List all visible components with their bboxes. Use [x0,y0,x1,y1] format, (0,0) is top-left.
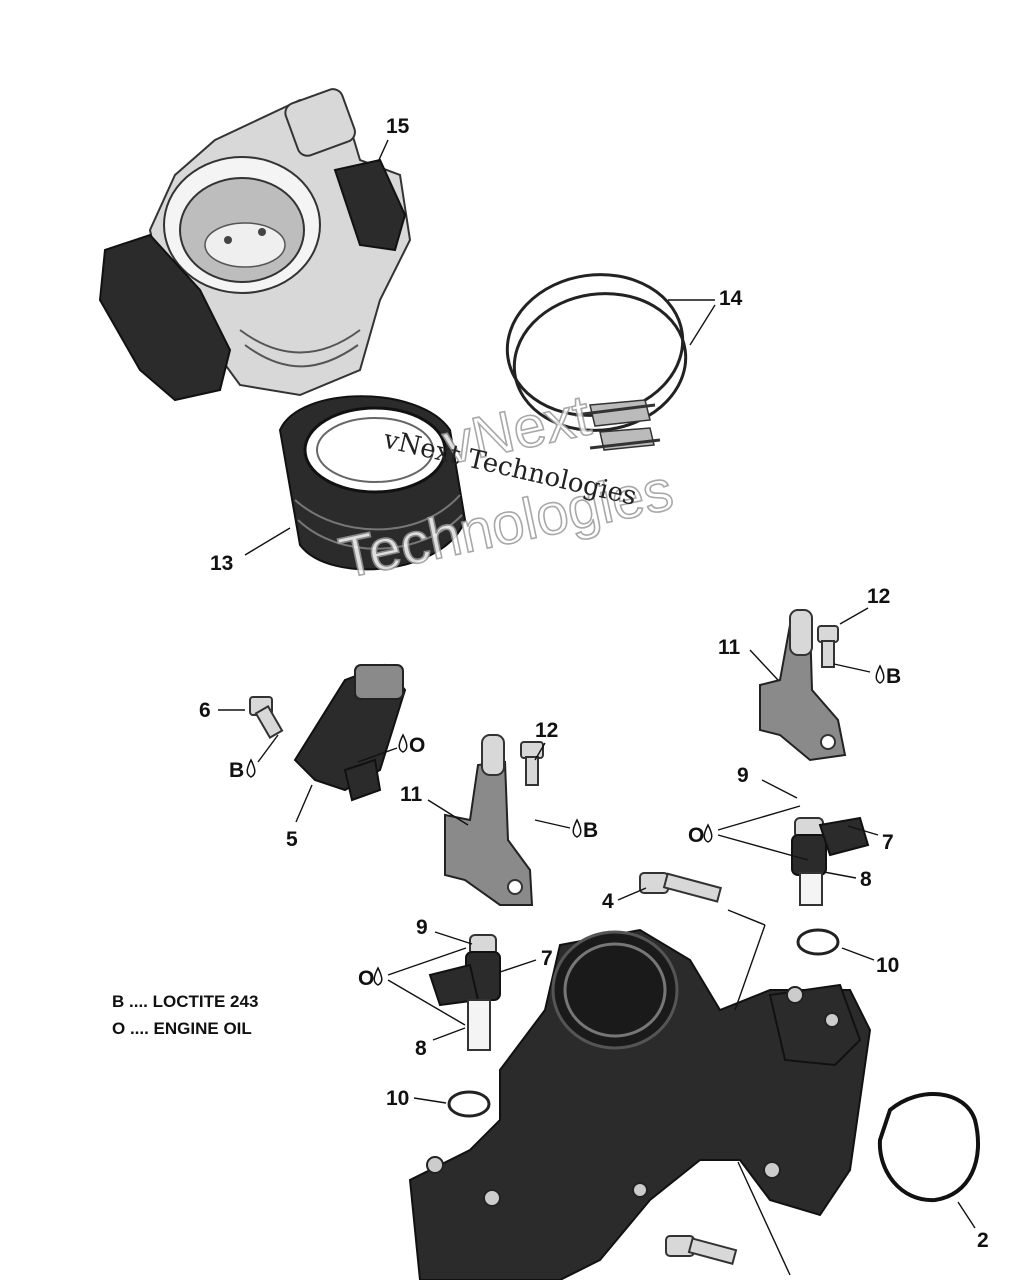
callout-8-left: 8 [415,1037,427,1060]
callout-4: 4 [602,890,614,913]
map-sensor [293,663,407,802]
screw-6 [249,696,284,739]
o-ring-left [447,1090,491,1118]
callout-2: 2 [977,1229,989,1252]
callout-10-left: 10 [386,1087,409,1110]
callout-7-left: 7 [541,947,553,970]
fuel-rail-fitting-mid [444,734,544,906]
symbol-o-sensor: O [409,734,425,757]
callout-7-right: 7 [882,831,894,854]
droplet-icons [246,664,885,986]
callout-8-right: 8 [860,868,872,891]
callouts: 15 14 13 12 11 6 5 12 11 9 7 8 4 10 9 7 … [199,115,989,1252]
droplet-icon [572,818,582,838]
callout-9-right: 9 [737,764,749,787]
injector-left [428,934,501,1051]
droplet-icon [246,758,256,778]
bolt-4 [639,872,723,903]
fuel-rail-fitting-right [759,609,847,762]
callout-11-mid: 11 [400,783,423,806]
symbol-b-mid: B [583,819,598,842]
intake-manifold [408,928,872,1280]
droplet-icon [703,823,713,843]
symbol-b-left: B [229,759,244,782]
droplet-icon [875,664,885,684]
callout-12-mid: 12 [535,719,558,742]
hose-clamps [505,273,688,451]
legend-loctite: B .... LOCTITE 243 [112,992,258,1011]
symbol-letters: B B O B O O [229,665,901,990]
legend-engine-oil: O .... ENGINE OIL [112,1019,252,1038]
callout-15: 15 [386,115,410,138]
callout-13: 13 [210,552,233,575]
leader-lines [218,139,976,1276]
bolt-bottom [665,1235,738,1265]
legend: B .... LOCTITE 243 O .... ENGINE OIL [112,992,258,1038]
rubber-adaptor [278,395,467,571]
callout-6: 6 [199,699,211,722]
symbol-b-right: B [886,665,901,688]
symbol-o-left: O [358,967,374,990]
callout-10-right: 10 [876,954,899,977]
symbol-o-right: O [688,824,704,847]
callout-5: 5 [286,828,298,851]
injector-right [791,816,870,906]
throttle-body [98,88,412,402]
callout-12-right: 12 [867,585,890,608]
callout-11-right: 11 [718,636,741,659]
droplet-icon [373,966,383,986]
droplet-icon [398,733,408,753]
gasket-2 [877,1092,981,1203]
o-ring-right [796,928,840,956]
callout-9-left: 9 [416,916,428,939]
callout-14: 14 [719,287,743,310]
